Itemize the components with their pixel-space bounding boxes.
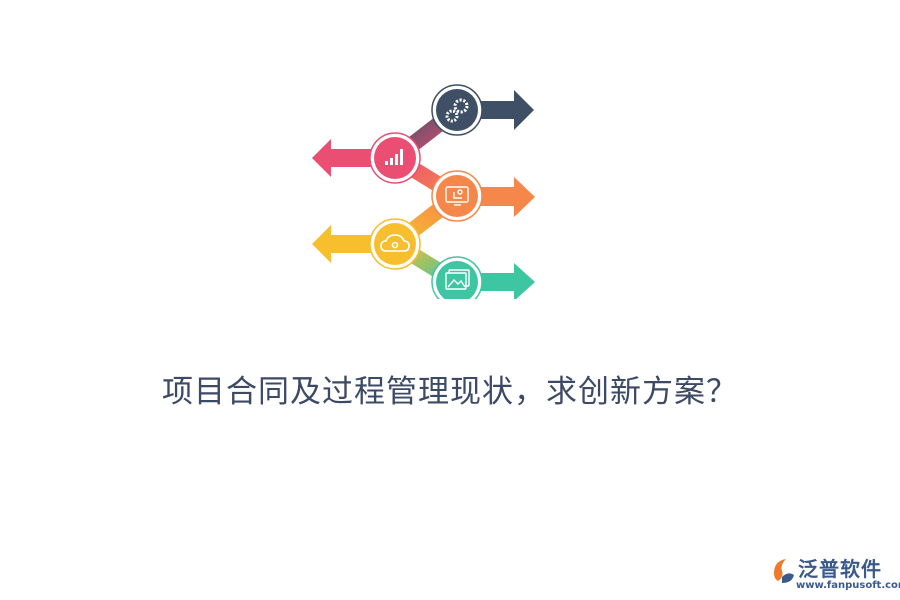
gears-icon <box>445 98 469 123</box>
page-title: 项目合同及过程管理现状，求创新方案？ <box>162 374 738 410</box>
arrow-left-4 <box>312 225 395 263</box>
step-4 <box>369 218 421 270</box>
step-1 <box>431 84 483 136</box>
step-3 <box>431 170 483 222</box>
monitor-icon <box>445 186 469 206</box>
infographic <box>312 84 535 299</box>
arrow-right-1 <box>457 90 534 130</box>
brand-logo: 泛普软件 www.fanpusoft.com <box>768 553 900 593</box>
step-2 <box>369 132 421 184</box>
arrow-left-2 <box>312 139 395 177</box>
step-5 <box>431 256 483 299</box>
brand-url: www.fanpusoft.com <box>796 580 900 591</box>
brand-name: 泛普软件 <box>798 557 882 581</box>
bar-chart-icon <box>385 149 403 165</box>
cloud-icon <box>380 234 410 252</box>
brand-mark-icon <box>774 559 794 583</box>
image-gallery-icon <box>445 269 470 290</box>
